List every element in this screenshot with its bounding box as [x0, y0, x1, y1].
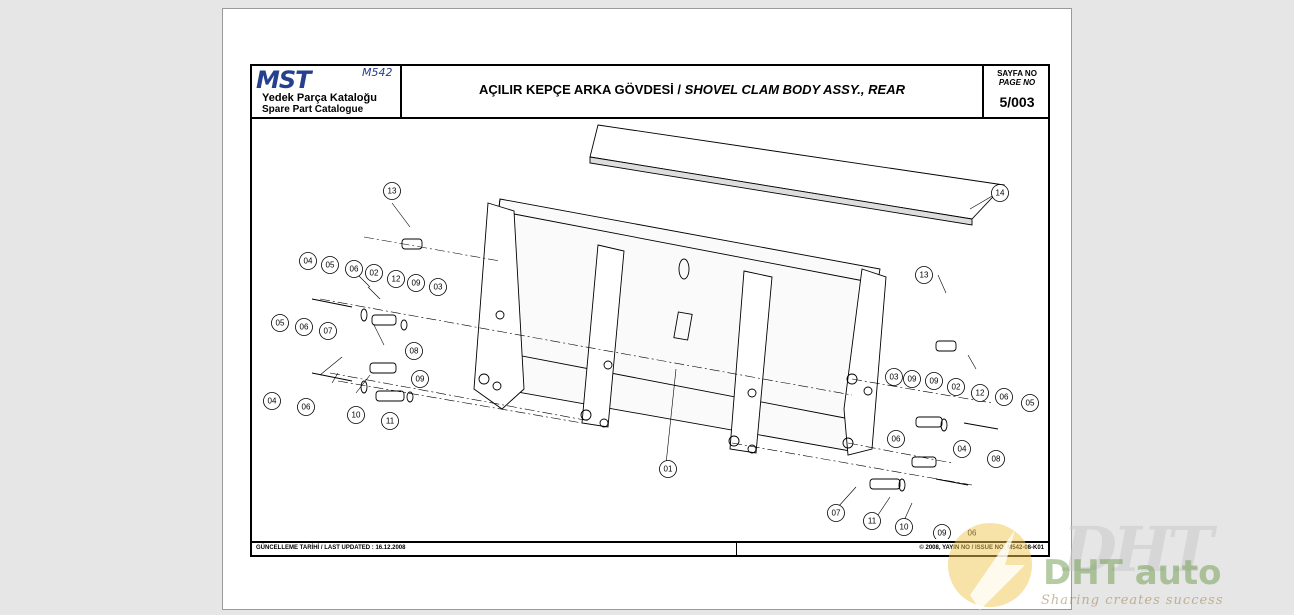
- callout-01: 01: [664, 465, 673, 474]
- footer-divider: [736, 543, 737, 557]
- callout-11-right: 11: [868, 517, 877, 526]
- drawing-frame: MST M542 Yedek Parça Kataloğu Spare Part…: [250, 64, 1050, 557]
- callout-08-left: 08: [410, 347, 419, 356]
- page-title-tr: AÇILIR KEPÇE ARKA GÖVDESİ /: [479, 82, 682, 97]
- catalogue-page: MST M542 Yedek Parça Kataloğu Spare Part…: [222, 8, 1072, 610]
- title-block: MST M542 Yedek Parça Kataloğu Spare Part…: [252, 66, 1048, 119]
- watermark-logo-icon: [948, 523, 1032, 610]
- callout-13-right: 13: [920, 271, 929, 280]
- callout-06-c: 06: [302, 403, 311, 412]
- callout-12-right: 12: [976, 389, 985, 398]
- watermark-brand: DHT: [1063, 513, 1213, 586]
- page-number-box: SAYFA NO PAGE NO 5/003: [982, 66, 1050, 117]
- watermark-brand-auto: DHT auto: [1043, 553, 1222, 593]
- callout-05-a: 05: [326, 261, 335, 270]
- callout-09-c: 09: [908, 375, 917, 384]
- model-label: M542: [362, 66, 393, 79]
- callout-08-right: 08: [992, 455, 1001, 464]
- callout-13-left: 13: [388, 187, 397, 196]
- callout-05-c: 05: [1026, 399, 1035, 408]
- footer-bar: GÜNCELLEME TARİHİ / LAST UPDATED : 16.12…: [252, 541, 1048, 557]
- last-updated: GÜNCELLEME TARİHİ / LAST UPDATED : 16.12…: [256, 545, 406, 551]
- callout-03-left: 03: [434, 283, 443, 292]
- callout-07-left: 07: [324, 327, 333, 336]
- callout-09-d: 09: [930, 377, 939, 386]
- exploded-parts-drawing: 13 06 02 12 09 04 05 03 05 06 07 08 09 0…: [263, 124, 1039, 539]
- callout-09-e: 09: [938, 529, 947, 538]
- callout-12-left: 12: [392, 275, 401, 284]
- callout-06-d: 06: [1000, 393, 1009, 402]
- page-label-en: PAGE NO: [998, 78, 1036, 87]
- callout-14: 14: [996, 189, 1005, 198]
- catalogue-title-en: Spare Part Catalogue: [262, 104, 364, 115]
- page-title: AÇILIR KEPÇE ARKA GÖVDESİ / SHOVEL CLAM …: [402, 82, 982, 97]
- callout-06-e: 06: [892, 435, 901, 444]
- callout-10-right: 10: [900, 523, 909, 532]
- callout-11-left: 11: [386, 417, 395, 426]
- callout-09-b: 09: [416, 375, 425, 384]
- callout-02-right: 02: [952, 383, 961, 392]
- callout-04-c: 04: [958, 445, 967, 454]
- callout-04-a: 04: [304, 257, 313, 266]
- callout-07-right: 07: [832, 509, 841, 518]
- page-label-tr: SAYFA NO: [997, 69, 1037, 78]
- callout-06-b: 06: [300, 323, 309, 332]
- mst-logo: MST: [256, 66, 312, 94]
- page-number: 5/003: [999, 94, 1035, 110]
- callout-03-right: 03: [890, 373, 899, 382]
- callout-04-b: 04: [268, 397, 277, 406]
- callout-02-left: 02: [370, 269, 379, 278]
- callout-09-a: 09: [412, 279, 421, 288]
- watermark-tagline: Sharing creates success: [1041, 593, 1224, 608]
- logo-box: MST M542 Yedek Parça Kataloğu Spare Part…: [252, 66, 402, 117]
- watermark: DHT DHT auto Sharing creates success: [945, 513, 1294, 615]
- page-title-en: SHOVEL CLAM BODY ASSY., REAR: [684, 82, 905, 97]
- callout-05-b: 05: [276, 319, 285, 328]
- callout-06-a: 06: [350, 265, 359, 274]
- callout-10-left: 10: [352, 411, 361, 420]
- catalogue-title-tr: Yedek Parça Kataloğu: [262, 92, 377, 104]
